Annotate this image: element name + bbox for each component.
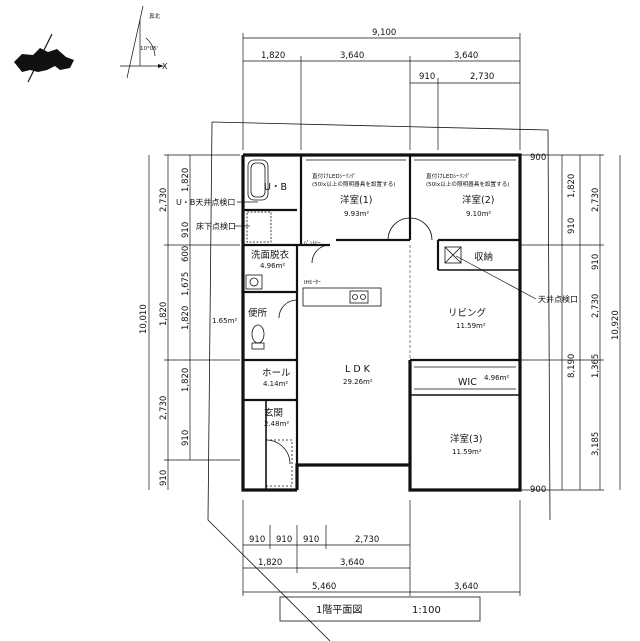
site-boundary xyxy=(207,121,551,641)
room-wic-area: 4.96m² xyxy=(484,374,509,382)
dim-left-outer-1: 910 xyxy=(159,470,169,486)
dim-top-1: 1,820 xyxy=(261,51,285,61)
stairs-icon xyxy=(246,211,272,243)
room-yoshitsu3-area: 11.59m² xyxy=(452,448,482,456)
label-tenjo-tenken: 天井点検口 xyxy=(538,294,578,304)
dim-top-total: 9,100 xyxy=(372,28,396,38)
title-block: 1階平面図 1:100 xyxy=(279,596,481,622)
room-shuno: 収納 xyxy=(474,251,493,263)
dim-right-inner-3: 910 xyxy=(591,254,601,270)
toilet-icon xyxy=(251,324,265,350)
marker-900-top: 900 xyxy=(530,153,546,163)
dim-left-mid-3: 2,730 xyxy=(159,396,169,420)
room-genkan-area: 2.48m² xyxy=(264,420,289,428)
dim-right-sub-1: 1,365 xyxy=(591,354,601,378)
led-note-2-line2: (50lx以上の照明器具を設置する) xyxy=(426,180,509,188)
dim-right-mid-3: 3,185 xyxy=(591,432,601,456)
annotations: U・B天井点検口 床下点検口 天井点検口 ﾊﾟﾝﾄﾘｰ IHﾋｰﾀｰ 直付けLE… xyxy=(176,153,578,495)
dim-bottom-8: 3,640 xyxy=(454,582,478,592)
dim-left-mid-2: 1,820 xyxy=(159,302,169,326)
marker-900-bottom: 900 xyxy=(530,485,546,495)
room-yoshitsu2: 洋室(2) xyxy=(462,194,494,206)
dim-top-sub-2: 2,730 xyxy=(470,72,494,82)
dim-bottom-7: 5,460 xyxy=(312,582,336,592)
dim-bottom-1: 910 xyxy=(249,535,265,545)
room-yoshitsu3: 洋室(3) xyxy=(450,433,482,445)
dim-right-mid-2: 8,190 xyxy=(567,354,577,378)
room-ldk-area: 29.26m² xyxy=(343,378,373,386)
dim-left-outer-2: 910 xyxy=(181,430,191,446)
dim-left-inner-1: 1,820 xyxy=(181,168,191,192)
dim-left-inner-3: 600 xyxy=(181,246,191,262)
label-pantry: ﾊﾟﾝﾄﾘｰ xyxy=(304,240,321,247)
led-note-1-line1: 直付けLEDｼｰﾘﾝｸﾞ xyxy=(312,172,357,180)
dim-bottom-2: 910 xyxy=(276,535,292,545)
top-dimensions: 9,100 1,820 3,640 3,640 910 2,730 xyxy=(242,28,521,150)
room-benjo-area: 1.65m² xyxy=(212,317,237,325)
interior-walls xyxy=(243,155,520,490)
room-senmen: 洗面脱衣 xyxy=(251,249,290,261)
angle-label: 10°05' xyxy=(140,46,158,52)
room-yoshitsu1: 洋室(1) xyxy=(340,194,372,206)
dim-right-total: 10,920 xyxy=(611,310,621,340)
dim-left-inner-6: 1,820 xyxy=(181,368,191,392)
label-ih-heater: IHﾋｰﾀｰ xyxy=(304,279,321,286)
room-benjo: 便所 xyxy=(248,307,268,319)
dim-top-3: 3,640 xyxy=(454,51,478,61)
room-labels: U・B 洋室(1) 9.93m² 洋室(2) 9.10m² 洗面脱衣 4.96m… xyxy=(212,182,509,456)
dim-left-mid-1: 2,730 xyxy=(159,188,169,212)
dim-left-total: 10,010 xyxy=(139,304,149,334)
room-living-area: 11.59m² xyxy=(456,322,486,330)
dim-bottom-4: 2,730 xyxy=(355,535,379,545)
room-ub: U・B xyxy=(264,182,287,193)
dim-left-inner-2: 910 xyxy=(181,222,191,238)
dim-bottom-6: 3,640 xyxy=(340,558,364,568)
dim-top-2: 3,640 xyxy=(340,51,364,61)
bottom-dimensions: 910 910 910 2,730 1,820 3,640 5,460 3,64… xyxy=(242,500,521,596)
bathtub-icon xyxy=(247,159,269,201)
room-yoshitsu1-area: 9.93m² xyxy=(344,210,369,218)
plan-scale: 1:100 xyxy=(412,605,441,616)
led-note-2-line1: 直付けLEDｼｰﾘﾝｸﾞ xyxy=(426,172,471,180)
room-yoshitsu2-area: 9.10m² xyxy=(466,210,491,218)
plan-title: 1階平面図 xyxy=(316,604,362,616)
right-dimensions: 1,820 910 910 2,730 2,730 8,190 1,365 3,… xyxy=(520,154,621,491)
dim-right-inner-4: 2,730 xyxy=(591,294,601,318)
led-note-1-line2: (50lx以上の照明器具を設置する) xyxy=(312,180,395,188)
compass: 真北 10°05' X xyxy=(120,5,168,79)
label-ub-tenjo: U・B天井点検口 xyxy=(176,197,235,207)
room-hall: ホール xyxy=(262,368,291,379)
room-genkan: 玄関 xyxy=(264,407,283,419)
north-label: 真北 xyxy=(149,12,161,20)
room-wic: WIC xyxy=(458,377,477,388)
site-map-icon xyxy=(14,33,74,83)
washbasin-icon xyxy=(245,274,263,290)
dim-bottom-3: 910 xyxy=(303,535,319,545)
kitchen-counter-icon xyxy=(302,287,382,307)
doors xyxy=(265,217,433,465)
storage-hatch-icon xyxy=(444,246,462,264)
room-ldk: L D K xyxy=(345,364,371,375)
x-axis-label: X xyxy=(162,62,168,71)
room-senmen-area: 4.96m² xyxy=(260,262,285,270)
label-yuka-tenken: 床下点検口 xyxy=(196,221,236,231)
dim-right-inner-2: 910 xyxy=(567,218,577,234)
dim-right-inner-1: 1,820 xyxy=(567,174,577,198)
left-dimensions: 10,010 2,730 1,820 2,730 910 1,820 910 6… xyxy=(139,154,240,490)
dim-top-sub-1: 910 xyxy=(419,72,435,82)
dim-left-inner-4: 1,675 xyxy=(181,272,191,296)
room-hall-area: 4.14m² xyxy=(263,380,288,388)
wic-hanger-rod xyxy=(414,366,516,390)
dim-bottom-5: 1,820 xyxy=(258,558,282,568)
room-living: リビング xyxy=(448,307,487,319)
dim-right-mid-1: 2,730 xyxy=(591,188,601,212)
dim-left-inner-5: 1,820 xyxy=(181,306,191,330)
entrance-floor xyxy=(265,439,293,487)
